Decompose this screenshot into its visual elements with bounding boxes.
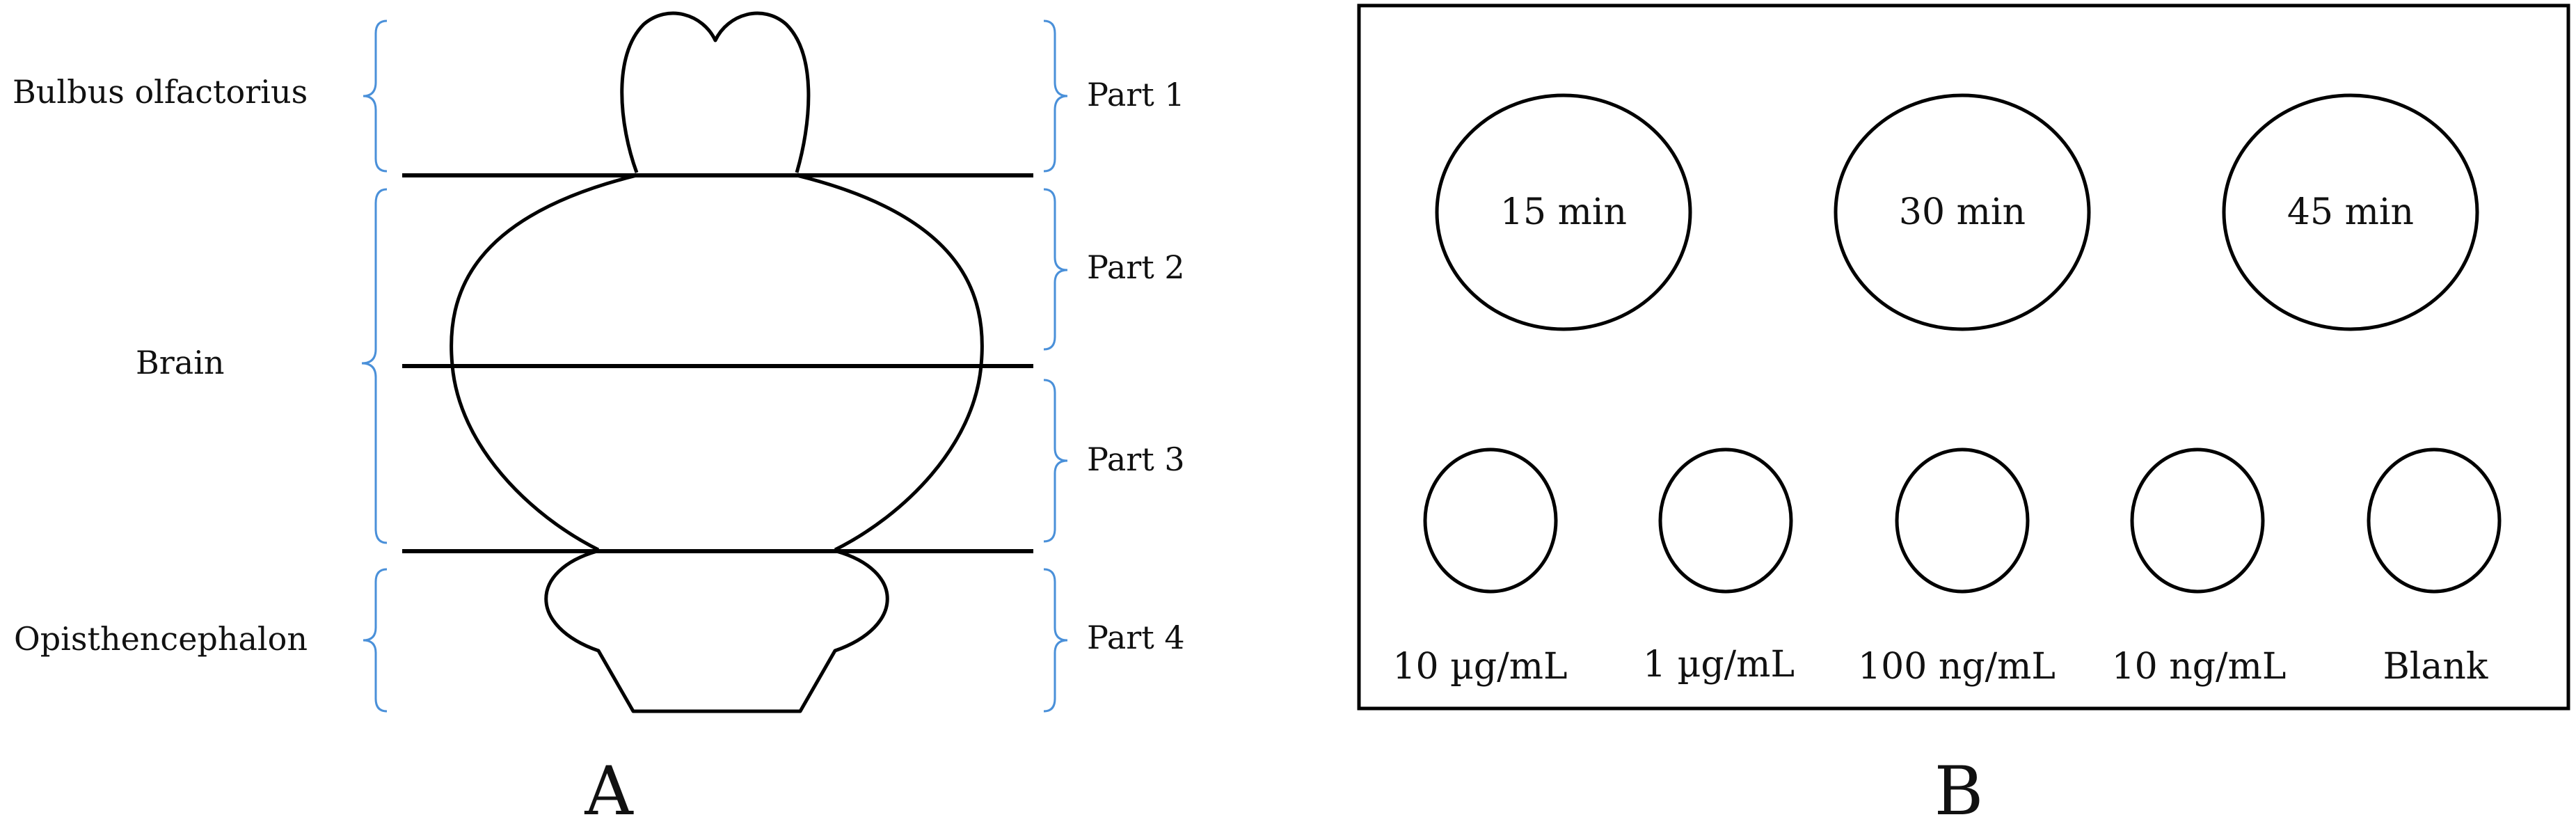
conc-label-4: 10 ng/mL: [2112, 646, 2287, 688]
time-well-3: [2222, 93, 2479, 331]
time-well-label-2: 30 min: [1899, 191, 2026, 233]
opisthencephalon-outline: [544, 549, 889, 713]
conc-label-3: 100 ng/mL: [1858, 646, 2056, 688]
region-label-opisthencephalon: Opisthencephalon: [14, 620, 308, 658]
cerebrum-outline: [450, 173, 984, 552]
time-well-1: [1435, 93, 1692, 331]
brace-part-4: [1043, 568, 1068, 713]
time-well-label-1: 15 min: [1500, 191, 1627, 233]
time-well-2: [1834, 93, 2091, 331]
panel-a-label: A: [584, 752, 634, 830]
conc-well-3: [1895, 447, 2030, 594]
brace-bulbus-olfactorius: [363, 19, 388, 173]
part-label-2: Part 2: [1087, 248, 1185, 286]
part-label-3: Part 3: [1087, 441, 1185, 478]
region-label-brain: Brain: [136, 344, 225, 381]
conc-well-2: [1658, 447, 1793, 594]
brace-part-1: [1043, 19, 1068, 173]
olfactory-bulb-outline: [620, 11, 811, 173]
conc-label-2: 1 µg/mL: [1643, 644, 1795, 686]
brace-opisthencephalon: [363, 568, 388, 713]
region-label-bulbus-olfactorius: Bulbus olfactorius: [13, 73, 308, 111]
panel-b: 15 min 30 min 45 min 10 µg/mL 1 µg/mL 10…: [1357, 3, 2570, 830]
panel-b-label: B: [1934, 752, 1984, 830]
plate-frame: [1357, 3, 2570, 711]
brace-brain: [361, 188, 388, 544]
time-well-label-3: 45 min: [2287, 191, 2414, 233]
conc-well-5: [2367, 447, 2502, 594]
panel-a: Bulbus olfactorius Brain Opisthencephalo…: [13, 11, 1185, 830]
conc-well-1: [1423, 447, 1558, 594]
brace-part-2: [1043, 188, 1068, 351]
conc-well-4: [2130, 447, 2265, 594]
brace-part-3: [1043, 379, 1068, 543]
conc-label-1: 10 µg/mL: [1392, 646, 1567, 688]
part-label-1: Part 1: [1087, 76, 1185, 113]
part-label-4: Part 4: [1087, 619, 1185, 656]
conc-label-5: Blank: [2383, 646, 2488, 688]
